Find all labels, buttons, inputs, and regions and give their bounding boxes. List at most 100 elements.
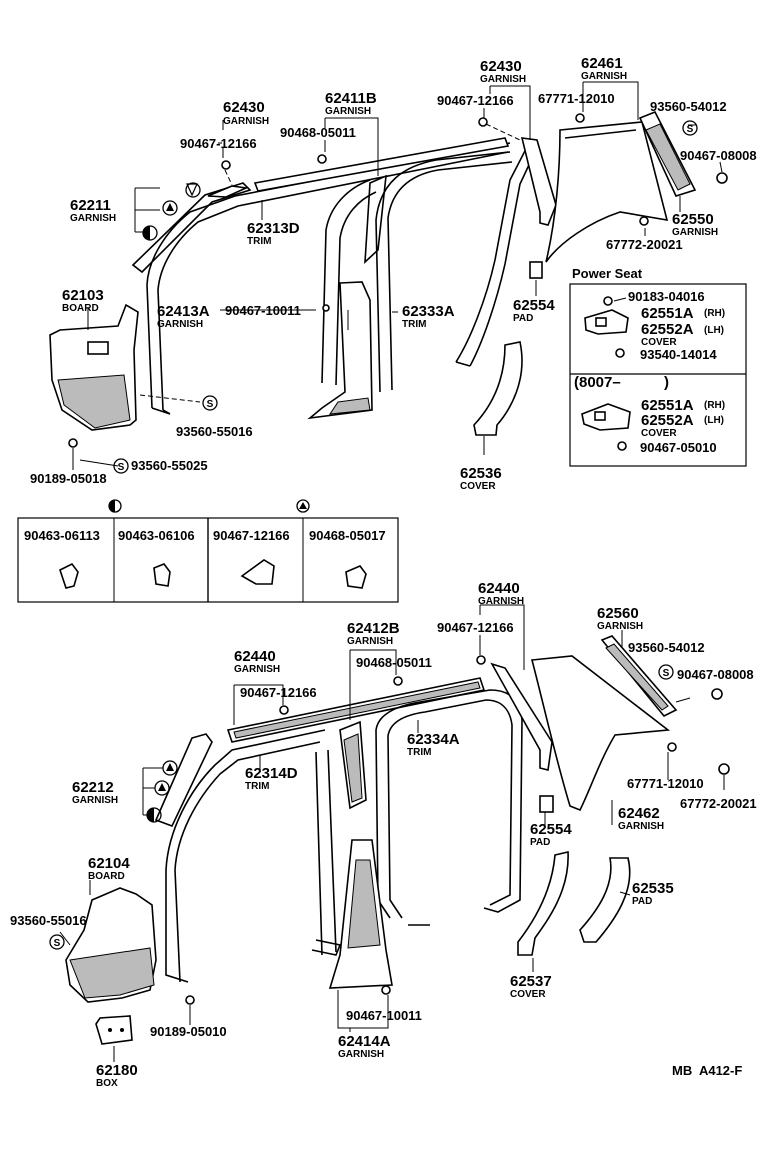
legend-half-2: 90463-06106 bbox=[118, 528, 195, 543]
label-93560-54012-b: 93560-54012 bbox=[628, 640, 705, 655]
power-seat-title: Power Seat bbox=[572, 266, 643, 281]
label-93560-54012-a: 93560-54012 bbox=[650, 99, 727, 114]
svg-text:S: S bbox=[54, 938, 61, 949]
power-seat-box bbox=[569, 283, 747, 467]
label-62334a-num: 62334A bbox=[407, 731, 460, 748]
label-62461-name: GARNISH bbox=[581, 71, 627, 82]
label-67772-20021-b: 67772-20021 bbox=[680, 796, 757, 811]
label-62552a-b: 62552A bbox=[641, 412, 694, 429]
label-62413a-num: 62413A bbox=[157, 303, 210, 320]
label-62333a-name: TRIM bbox=[402, 319, 426, 330]
svg-text:(LH): (LH) bbox=[704, 415, 724, 426]
label-62211-num: 62211 bbox=[70, 197, 111, 214]
label-62412b-num: 62412B bbox=[347, 620, 400, 637]
garnish-62461-part bbox=[545, 121, 669, 263]
label-90189-05010: 90189-05010 bbox=[150, 1024, 227, 1039]
label-62313d-name: TRIM bbox=[247, 236, 271, 247]
trim-62333a-part bbox=[455, 144, 529, 363]
label-62537-num: 62537 bbox=[510, 973, 552, 990]
label-62212-name: GARNISH bbox=[72, 795, 118, 806]
label-90467-12166-b: 90467-12166 bbox=[437, 93, 514, 108]
label-67771-12010-a: 67771-12010 bbox=[538, 91, 615, 106]
label-67772-20021-a: 67772-20021 bbox=[606, 237, 683, 252]
label-90189-05018: 90189-05018 bbox=[30, 471, 107, 486]
label-93560-55025: 93560-55025 bbox=[131, 458, 208, 473]
label-62554-a-name: PAD bbox=[513, 313, 533, 324]
screw-symbol-s: S bbox=[207, 399, 214, 410]
label-62180-name: BOX bbox=[96, 1078, 118, 1089]
label-90467-10011-b: 90467-10011 bbox=[346, 1008, 422, 1023]
label-93560-55016-a: 93560-55016 bbox=[176, 424, 253, 439]
label-62536-num: 62536 bbox=[460, 465, 502, 482]
label-62440-a-num: 62440 bbox=[234, 648, 276, 665]
label-90467-05010: 90467-05010 bbox=[640, 440, 717, 455]
label-90467-08008-a: 90467-08008 bbox=[680, 148, 757, 163]
label-62461-num: 62461 bbox=[581, 55, 623, 72]
label-62554-b-name: PAD bbox=[530, 837, 550, 848]
label-90183-04016: 90183-04016 bbox=[628, 289, 705, 304]
label-62560-name: GARNISH bbox=[597, 621, 643, 632]
label-62535-name: PAD bbox=[632, 896, 652, 907]
garnish-62430-roof-part bbox=[253, 137, 510, 192]
label-62314d-num: 62314D bbox=[245, 765, 298, 782]
label-62551a-b: 62551A bbox=[641, 397, 694, 414]
label-62212-num: 62212 bbox=[72, 779, 114, 796]
label-90467-12166-c: 90467-12166 bbox=[240, 685, 317, 700]
label-62103-num: 62103 bbox=[62, 287, 104, 304]
label-62314d-name: TRIM bbox=[245, 781, 269, 792]
label-62550-num: 62550 bbox=[672, 211, 714, 228]
svg-text:COVER: COVER bbox=[641, 428, 677, 439]
box-62180-part bbox=[95, 1015, 133, 1045]
label-62440-a-name: GARNISH bbox=[234, 664, 280, 675]
svg-text:): ) bbox=[664, 374, 669, 391]
power-seat-from-date: (8007– bbox=[574, 374, 621, 391]
label-62412b-name: GARNISH bbox=[347, 636, 393, 647]
garnish-62211-part bbox=[131, 182, 252, 274]
label-62430-a-num: 62430 bbox=[223, 99, 265, 116]
legend-tri-1: 90467-12166 bbox=[213, 528, 290, 543]
pad-62554-bottom-part bbox=[539, 795, 554, 813]
label-62430-a-name: GARNISH bbox=[223, 116, 269, 127]
label-90467-12166-d: 90467-12166 bbox=[437, 620, 514, 635]
label-62462-name: GARNISH bbox=[618, 821, 664, 832]
label-62462-num: 62462 bbox=[618, 805, 660, 822]
label-62414a-num: 62414A bbox=[338, 1033, 391, 1050]
trim-62314d-part bbox=[165, 729, 326, 983]
label-62560-num: 62560 bbox=[597, 605, 639, 622]
power-seat-cover-b-part bbox=[581, 403, 631, 431]
label-62411b-num: 62411B bbox=[325, 90, 377, 107]
svg-text:S: S bbox=[663, 668, 670, 679]
svg-text:(LH): (LH) bbox=[704, 325, 724, 336]
label-62552a-a: 62552A bbox=[641, 321, 694, 338]
label-62550-name: GARNISH bbox=[672, 227, 718, 238]
label-62536-name: COVER bbox=[460, 481, 496, 492]
garnish-62440-rear-part bbox=[490, 662, 553, 771]
label-62554-b-num: 62554 bbox=[530, 821, 572, 838]
label-62430-b-num: 62430 bbox=[480, 58, 522, 75]
label-90467-12166-a: 90467-12166 bbox=[180, 136, 257, 151]
label-62554-a-num: 62554 bbox=[513, 297, 555, 314]
label-90468-05011-a: 90468-05011 bbox=[280, 125, 356, 140]
label-62211-name: GARNISH bbox=[70, 213, 116, 224]
legend-tri-2: 90468-05017 bbox=[309, 528, 386, 543]
svg-text:COVER: COVER bbox=[641, 337, 677, 348]
label-90468-05011-b: 90468-05011 bbox=[356, 655, 432, 670]
garnish-62462-part bbox=[530, 655, 671, 812]
cover-62536-part bbox=[473, 341, 523, 436]
garnish-62413a-part bbox=[307, 281, 373, 420]
label-62537-name: COVER bbox=[510, 989, 546, 1000]
cover-62537-part bbox=[517, 851, 569, 956]
label-62440-b-name: GARNISH bbox=[478, 596, 524, 607]
garnish-62211-tip bbox=[207, 185, 249, 198]
svg-text:(RH): (RH) bbox=[704, 400, 725, 411]
garnish-62212-part bbox=[154, 733, 213, 828]
label-62414a-name: GARNISH bbox=[338, 1049, 384, 1060]
trim-62334a-part bbox=[375, 689, 523, 919]
svg-text:S: S bbox=[687, 124, 694, 135]
legend-half-1: 90463-06113 bbox=[24, 528, 100, 543]
label-62551a-a: 62551A bbox=[641, 305, 694, 322]
trim-62313d-inner bbox=[157, 151, 509, 411]
label-93560-55016-b: 93560-55016 bbox=[10, 913, 87, 928]
label-62413a-name: GARNISH bbox=[157, 319, 203, 330]
